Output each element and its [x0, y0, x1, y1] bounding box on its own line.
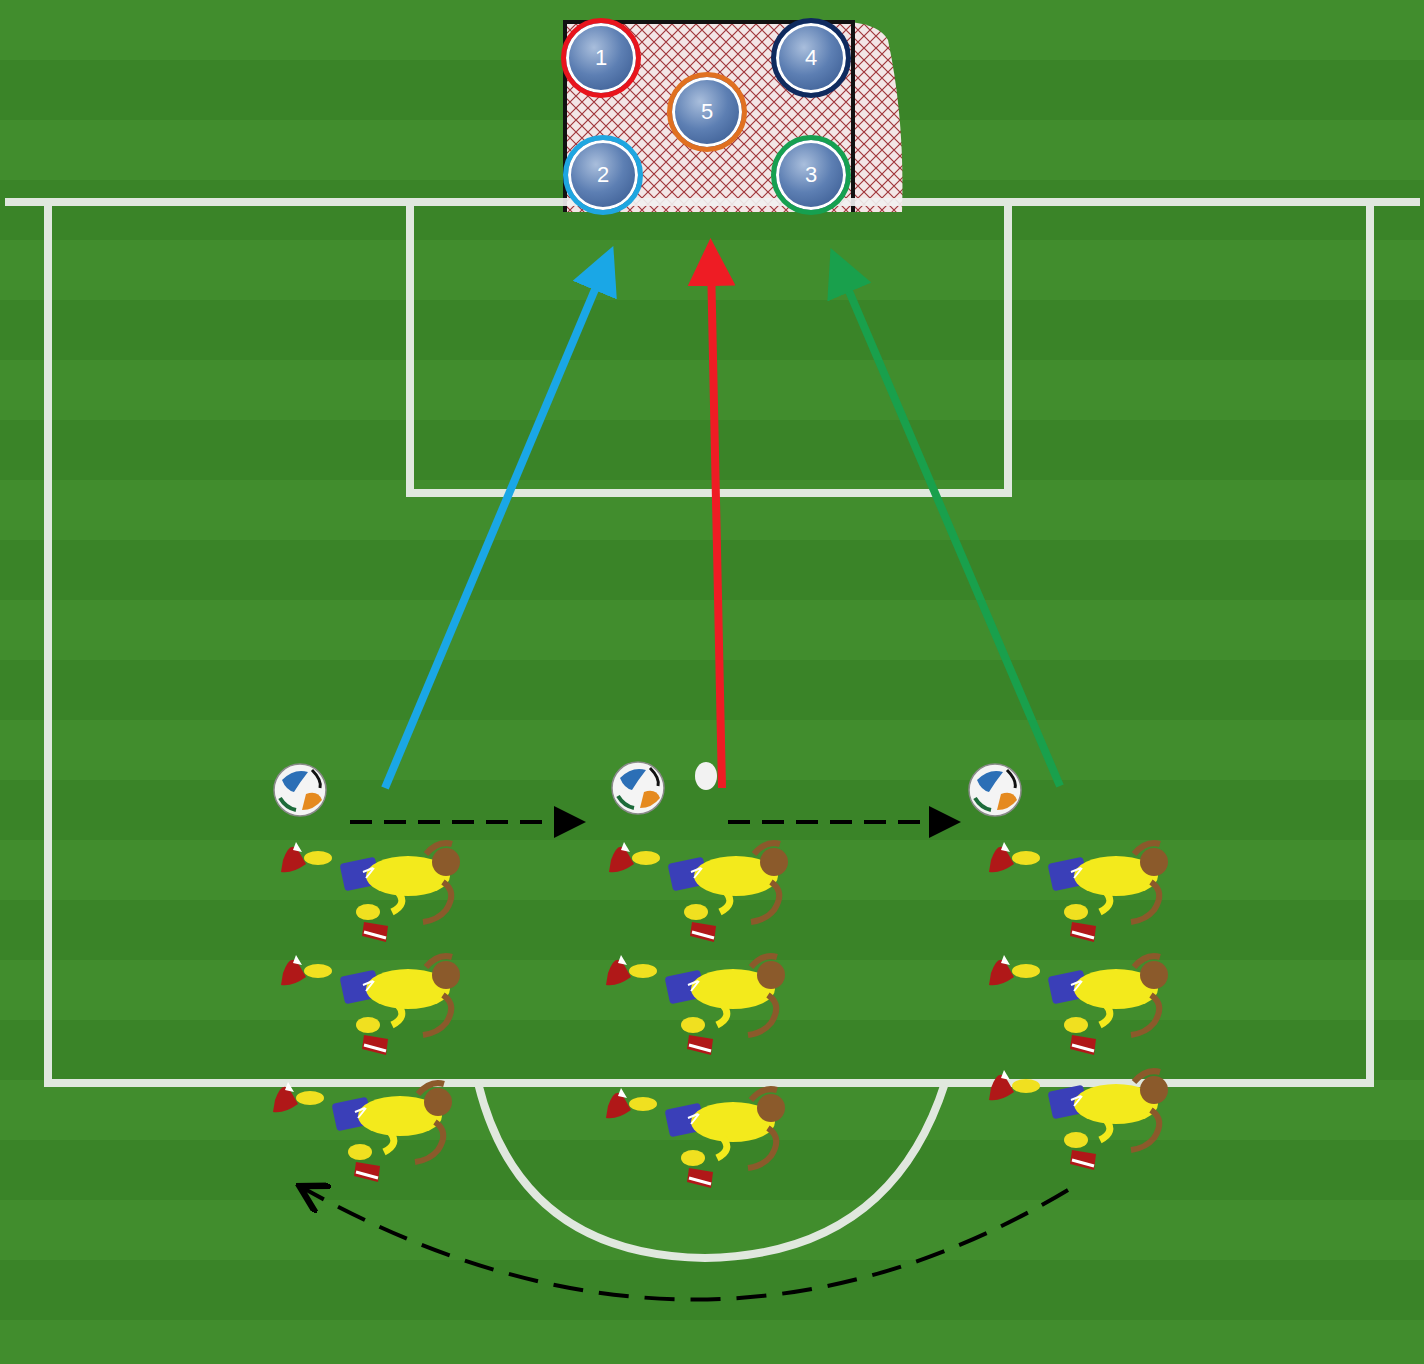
- penalty-spot: [695, 762, 717, 790]
- target-circle: 5: [667, 72, 747, 152]
- ball: [969, 764, 1021, 816]
- ball: [612, 762, 664, 814]
- target-number: 4: [805, 47, 817, 69]
- rotation-arrow: [350, 820, 570, 824]
- pitch-lines: [5, 202, 1420, 1258]
- player: [989, 842, 1168, 942]
- rotation-arrow: [303, 1188, 1068, 1300]
- target-circle: 1: [561, 18, 641, 98]
- player: [606, 955, 785, 1055]
- shot-arrow: [385, 268, 604, 788]
- target-number: 3: [805, 164, 817, 186]
- player: [606, 1088, 785, 1188]
- target-circle: 4: [771, 18, 851, 98]
- shot-arrow: [711, 262, 722, 788]
- player: [281, 842, 460, 942]
- target-circle: 2: [563, 135, 643, 215]
- target-circle: 3: [771, 135, 851, 215]
- target-number: 1: [595, 47, 607, 69]
- ball: [274, 764, 326, 816]
- player: [989, 955, 1168, 1055]
- player: [989, 1070, 1168, 1170]
- rotation-arrow: [728, 820, 945, 824]
- target-number: 2: [597, 164, 609, 186]
- target-number: 5: [701, 101, 713, 123]
- shot-arrow: [840, 270, 1060, 786]
- player: [281, 955, 460, 1055]
- player: [273, 1082, 452, 1182]
- player: [609, 842, 788, 942]
